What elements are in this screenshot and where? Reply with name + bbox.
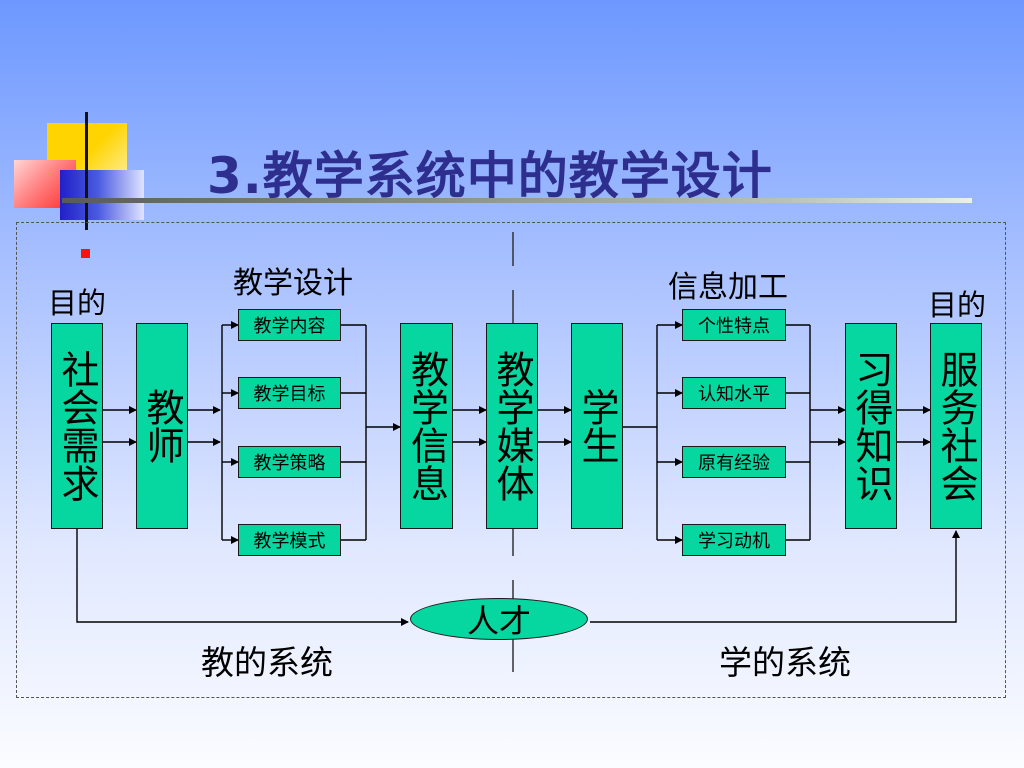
bottom-loop-left (76, 529, 409, 626)
bottom-loop-right (590, 530, 960, 623)
goal-label-left: 目的 (48, 286, 107, 320)
talent-oval: 人才 (410, 598, 588, 640)
diagram-frame (16, 222, 1006, 698)
design-item-mode: 教学模式 (238, 524, 341, 556)
logo-vertical-line (85, 112, 88, 230)
teaching-media-box: 教学媒体 (486, 323, 538, 529)
acquired-knowledge-box: 习得知识 (845, 323, 897, 529)
social-needs-box: 社会需求 (51, 323, 103, 529)
serve-society-box: 服务社会 (930, 323, 982, 529)
page-title: 3.教学系统中的教学设计 (207, 147, 773, 205)
process-item-cognition: 认知水平 (682, 377, 786, 409)
teacher-box: 教师 (136, 323, 188, 529)
info-processing-label: 信息加工 (668, 270, 788, 305)
design-item-objective: 教学目标 (238, 377, 341, 409)
teaching-info-box: 教学信息 (400, 323, 453, 529)
title-underline (62, 198, 972, 203)
logo-red-dot (81, 249, 90, 258)
logo-block-blue (60, 170, 144, 220)
process-item-experience: 原有经验 (682, 446, 786, 478)
learning-system-label: 学的系统 (719, 643, 851, 682)
process-item-motivation: 学习动机 (682, 524, 786, 556)
teaching-system-label: 教的系统 (201, 643, 333, 682)
student-box: 学生 (571, 323, 623, 529)
design-item-strategy: 教学策略 (238, 446, 341, 478)
design-item-content: 教学内容 (238, 309, 341, 341)
goal-label-right: 目的 (928, 288, 987, 322)
process-item-personality: 个性特点 (682, 309, 786, 341)
instructional-design-label: 教学设计 (233, 266, 353, 301)
